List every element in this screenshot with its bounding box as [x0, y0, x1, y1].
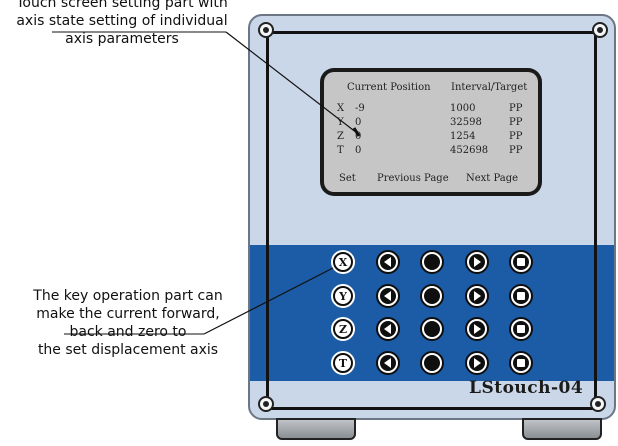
- axis-key-letter: Z: [335, 321, 351, 337]
- axis-label: X: [337, 103, 345, 114]
- touch-screen: Current Position Interval/Target X -9 10…: [320, 68, 542, 196]
- touch-screen-callout: Touch screen setting part with axis stat…: [6, 0, 238, 48]
- stop-button[interactable]: [509, 317, 533, 341]
- set-button[interactable]: Set: [339, 173, 356, 184]
- zero-icon: [424, 355, 440, 371]
- screw-icon: [592, 22, 608, 38]
- stop-button[interactable]: [509, 250, 533, 274]
- forward-button[interactable]: [465, 351, 489, 375]
- unit-label: PP: [509, 117, 523, 128]
- header-interval-target: Interval/Target: [451, 82, 528, 93]
- forward-button[interactable]: [465, 317, 489, 341]
- screw-icon: [258, 396, 274, 412]
- zero-icon: [424, 288, 440, 304]
- stop-icon: [513, 321, 529, 337]
- forward-icon: [469, 355, 485, 371]
- axis-t-key[interactable]: T: [331, 351, 355, 375]
- axis-y-key[interactable]: Y: [331, 284, 355, 308]
- axis-x-key[interactable]: X: [331, 250, 355, 274]
- back-icon: [380, 254, 396, 270]
- key-operation-callout: The key operation part can make the curr…: [10, 287, 246, 359]
- leader-arrowhead: [352, 127, 361, 137]
- current-position-value: 0: [355, 145, 362, 156]
- forward-icon: [469, 254, 485, 270]
- axis-label: Y: [337, 117, 344, 128]
- callout-line: Touch screen setting part with: [16, 0, 228, 11]
- cable-connector: [276, 418, 356, 440]
- back-icon: [380, 321, 396, 337]
- back-button[interactable]: [376, 317, 400, 341]
- axis-label: T: [337, 145, 344, 156]
- stop-button[interactable]: [509, 351, 533, 375]
- leader-line: [203, 267, 334, 335]
- back-button[interactable]: [376, 351, 400, 375]
- model-label: LStouch-04: [469, 378, 584, 398]
- callout-line: axis state setting of individual: [16, 13, 228, 29]
- forward-icon: [469, 288, 485, 304]
- stop-icon: [513, 254, 529, 270]
- zero-button[interactable]: [420, 284, 444, 308]
- axis-z-key[interactable]: Z: [331, 317, 355, 341]
- stop-button[interactable]: [509, 284, 533, 308]
- unit-label: PP: [509, 145, 523, 156]
- axis-key-letter: X: [335, 254, 351, 270]
- cable-connector: [522, 418, 602, 440]
- target-value[interactable]: 1000: [450, 103, 476, 114]
- next-page-button[interactable]: Next Page: [466, 173, 519, 184]
- zero-button[interactable]: [420, 317, 444, 341]
- callout-line: axis parameters: [65, 31, 179, 47]
- target-value[interactable]: 32598: [450, 117, 482, 128]
- forward-button[interactable]: [465, 250, 489, 274]
- callout-line: the set displacement axis: [37, 342, 219, 358]
- callout-line: make the current forward,: [36, 306, 220, 322]
- zero-button[interactable]: [420, 250, 444, 274]
- axis-key-letter: T: [335, 355, 351, 371]
- stop-icon: [513, 288, 529, 304]
- back-button[interactable]: [376, 284, 400, 308]
- axis-key-letter: Y: [335, 288, 351, 304]
- target-value[interactable]: 1254: [450, 131, 476, 142]
- back-button[interactable]: [376, 250, 400, 274]
- current-position-value: -9: [355, 103, 365, 114]
- zero-icon: [424, 254, 440, 270]
- header-current-position: Current Position: [347, 82, 431, 93]
- lcd-display[interactable]: Current Position Interval/Target X -9 10…: [324, 72, 538, 192]
- stop-icon: [513, 355, 529, 371]
- callout-line: The key operation part can: [33, 288, 223, 304]
- zero-icon: [424, 321, 440, 337]
- target-value[interactable]: 452698: [450, 145, 489, 156]
- current-position-value: 0: [355, 117, 362, 128]
- forward-icon: [469, 321, 485, 337]
- back-icon: [380, 288, 396, 304]
- axis-label: Z: [337, 131, 344, 142]
- screw-icon: [258, 22, 274, 38]
- unit-label: PP: [509, 103, 523, 114]
- screw-icon: [590, 396, 606, 412]
- zero-button[interactable]: [420, 351, 444, 375]
- forward-button[interactable]: [465, 284, 489, 308]
- previous-page-button[interactable]: Previous Page: [377, 173, 449, 184]
- back-icon: [380, 355, 396, 371]
- unit-label: PP: [509, 131, 523, 142]
- leader-line: [225, 31, 358, 134]
- callout-line: back and zero to: [69, 324, 187, 340]
